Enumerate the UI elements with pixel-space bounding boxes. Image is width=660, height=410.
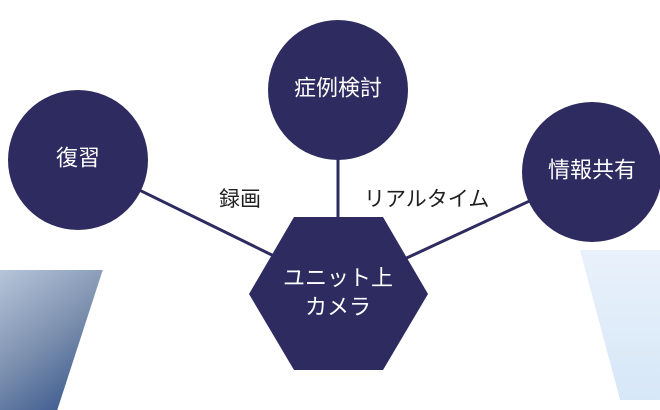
node-camera bbox=[249, 217, 428, 370]
node-review-label: 復習 bbox=[55, 146, 101, 172]
diagram-canvas: 復習 症例検討 情報共有 ユニット上 カメラ 録画 リアルタイム bbox=[0, 20, 660, 410]
diagram-svg bbox=[8, 20, 660, 370]
node-review bbox=[8, 90, 148, 230]
node-camera-label-line2: カメラ bbox=[304, 295, 372, 320]
node-info-share bbox=[522, 102, 660, 242]
node-camera-label: ユニット上 カメラ bbox=[283, 265, 393, 322]
node-case-study bbox=[268, 20, 408, 160]
node-camera-label-line1: ユニット上 bbox=[282, 266, 394, 292]
edge-label-recording: 録画 bbox=[219, 187, 261, 211]
edge-label-realtime: リアルタイム bbox=[364, 187, 490, 211]
node-info-share-label: 情報共有 bbox=[547, 158, 637, 184]
node-case-study-label: 症例検討 bbox=[293, 76, 383, 102]
